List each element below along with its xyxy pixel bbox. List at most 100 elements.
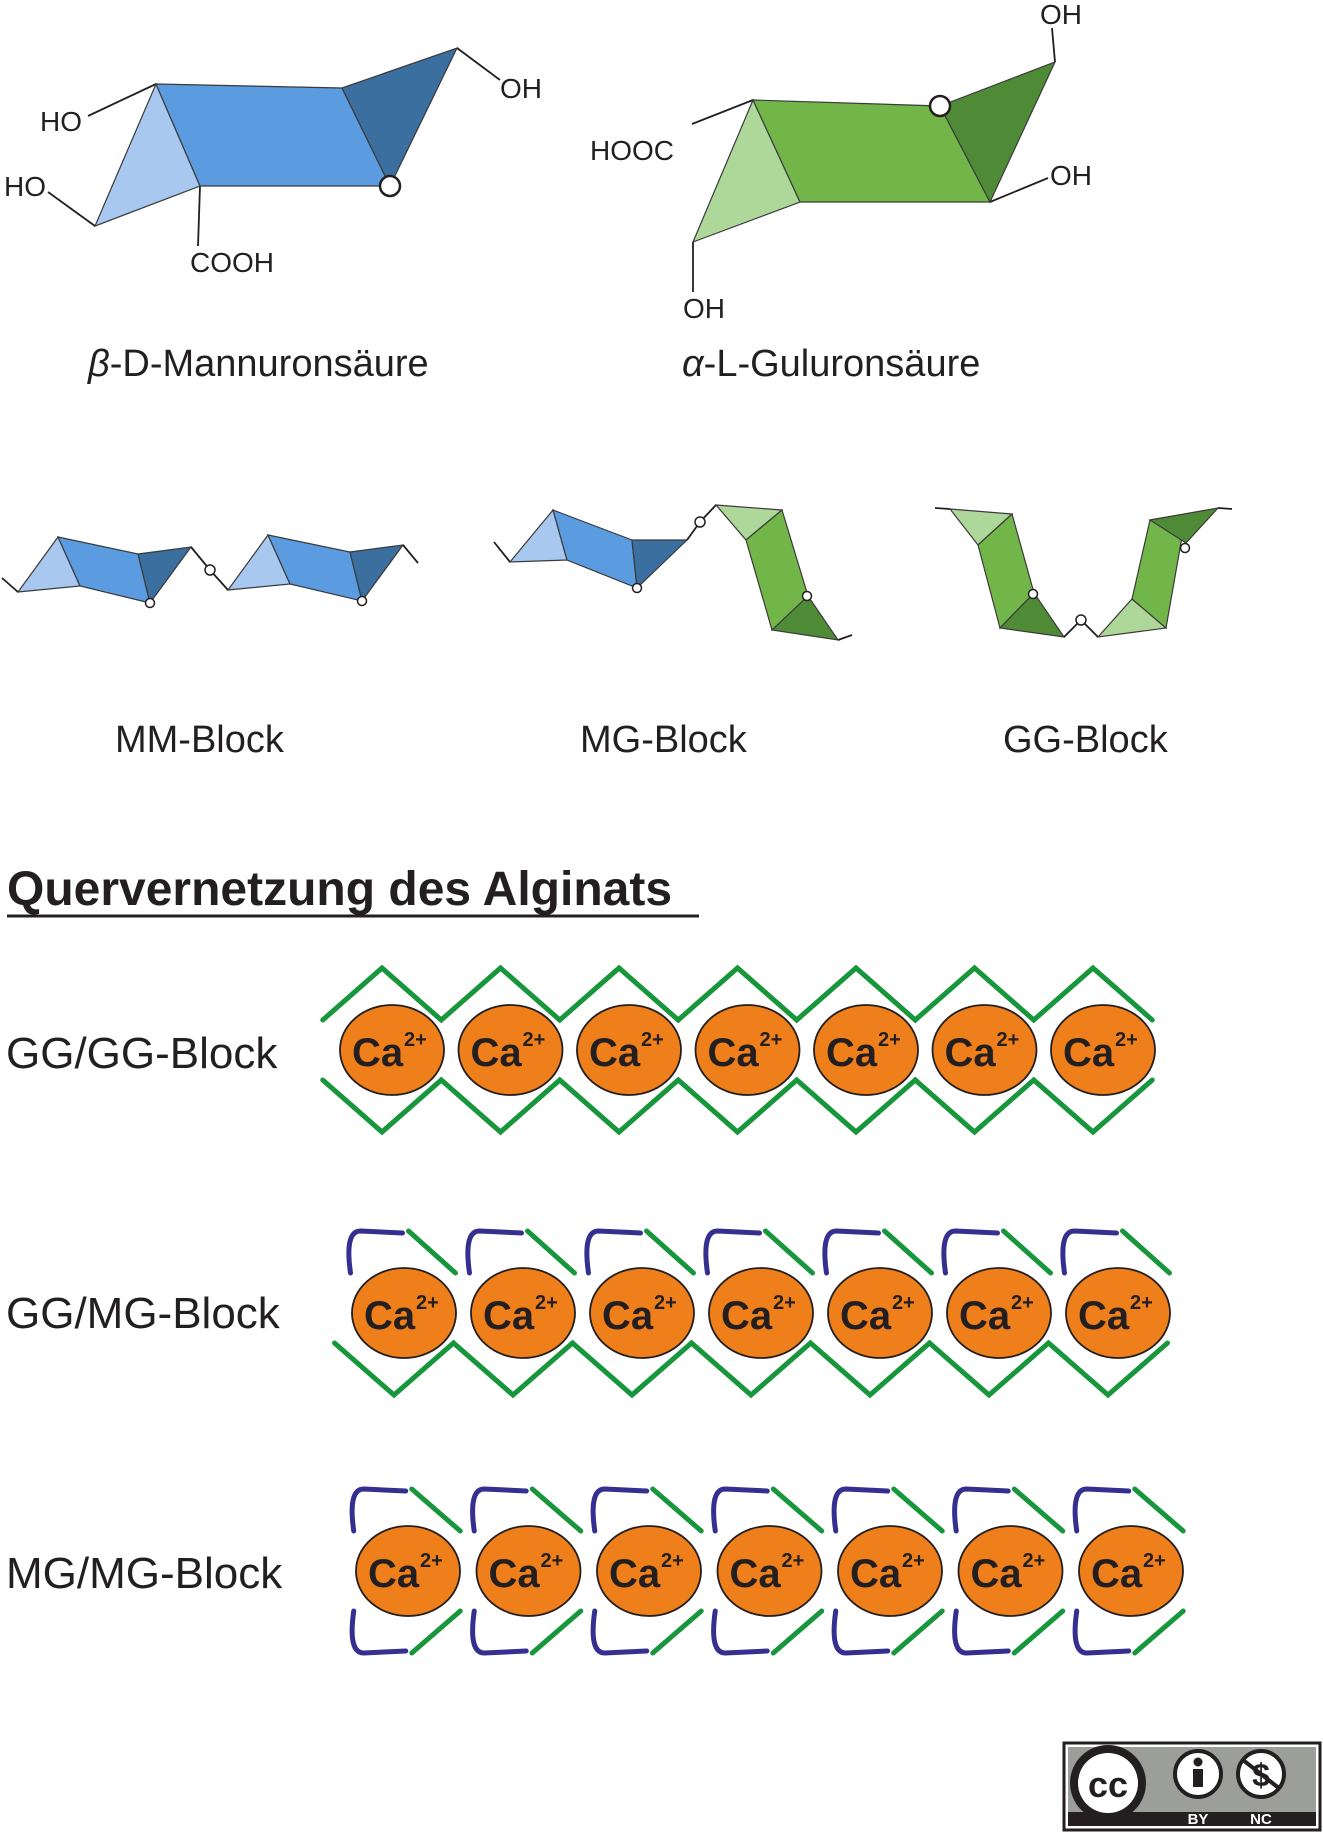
mannuronic-ho-top: HO (40, 106, 82, 137)
mg-block-structure (493, 504, 853, 641)
guluronic-acid-structure: O OH HOOC OH OH α-L-Guluronsäure (590, 0, 1092, 385)
ion-symbol: Ca (971, 1552, 1023, 1596)
ion-symbol: Ca (602, 1294, 654, 1338)
ion-charge: 2+ (760, 1029, 783, 1051)
m-chain-segment (465, 1228, 524, 1276)
g-chain-segment (763, 1228, 815, 1276)
ion-symbol: Ca (609, 1552, 661, 1596)
ion-symbol: Ca (471, 1031, 523, 1075)
ion-symbol: Ca (368, 1552, 420, 1596)
ion-charge: 2+ (404, 1029, 427, 1051)
g-chain-segment (650, 1608, 704, 1656)
ion-charge: 2+ (1130, 1292, 1153, 1314)
ion-charge: 2+ (523, 1029, 546, 1051)
m-chain-segment (952, 1486, 1011, 1534)
g-chain-segment (770, 1486, 825, 1534)
mannuronic-acid-structure: O HO HO COOH OH β-D-Mannuronsäure (4, 46, 542, 385)
m-chain-segment (1072, 1608, 1132, 1656)
ion-symbol: Ca (959, 1294, 1011, 1338)
block-label-mg: MG-Block (580, 719, 748, 761)
m-chain-segment (952, 1608, 1011, 1656)
ion-charge: 2+ (416, 1292, 439, 1314)
g-chain-segment (1011, 1608, 1066, 1656)
m-chain-segment (349, 1608, 409, 1656)
ion-symbol: Ca (840, 1294, 892, 1338)
license-by: BY (1188, 1811, 1209, 1828)
ion-symbol: Ca (589, 1031, 641, 1075)
m-chain-segment (831, 1608, 891, 1656)
ion-symbol: Ca (708, 1031, 760, 1075)
m-chain-segment (590, 1486, 650, 1534)
ion-charge: 2+ (1143, 1550, 1166, 1572)
mannuronic-cooh: COOH (190, 247, 274, 278)
g-chain-segment (1001, 1228, 1053, 1276)
g-chain-segment (529, 1608, 584, 1656)
g-chain (320, 1076, 1155, 1136)
ion-charge: 2+ (661, 1550, 684, 1572)
row-label-gg-gg: GG/GG-Block (6, 1029, 278, 1078)
g-chain-segment (882, 1228, 934, 1276)
m-chain-segment (349, 1486, 409, 1534)
g-chain-segment (409, 1486, 463, 1534)
g-chain (332, 1339, 1170, 1399)
license-nc: NC (1250, 1811, 1272, 1828)
g-chain-segment (409, 1608, 463, 1656)
guluronic-hooc: HOOC (590, 135, 674, 166)
ion-charge: 2+ (773, 1292, 796, 1314)
ion-symbol: Ca (850, 1552, 902, 1596)
ion-charge: 2+ (541, 1550, 564, 1572)
mannuronic-oh: OH (500, 73, 542, 104)
g-chain-segment (1132, 1486, 1186, 1534)
ion-symbol: Ca (826, 1031, 878, 1075)
ion-symbol: Ca (352, 1031, 404, 1075)
ion-charge: 2+ (420, 1550, 443, 1572)
guluronic-name-rest: -L-Guluronsäure (704, 343, 981, 385)
guluronic-oh-bottom: OH (683, 293, 725, 324)
gg-block-structure (934, 507, 1233, 638)
m-chain-segment (1072, 1486, 1132, 1534)
ion-charge: 2+ (535, 1292, 558, 1314)
guluronic-oh-right: OH (1050, 160, 1092, 191)
mm-block-structure (1, 533, 419, 609)
crosslink-heading: Quervernetzung des Alginats (7, 863, 672, 916)
block-label-gg: GG-Block (1003, 719, 1169, 761)
g-chain-segment (406, 1228, 458, 1276)
g-chain-segment (525, 1228, 577, 1276)
guluronic-oh-top: OH (1040, 0, 1082, 30)
m-chain-segment (703, 1228, 762, 1276)
ion-charge: 2+ (902, 1550, 925, 1572)
g-chain-segment (1011, 1486, 1066, 1534)
m-chain-segment (1060, 1228, 1119, 1276)
m-chain-segment (941, 1228, 1000, 1276)
ion-symbol: Ca (1078, 1294, 1130, 1338)
g-chain-segment (770, 1608, 825, 1656)
ion-charge: 2+ (892, 1292, 915, 1314)
m-chain-segment (584, 1228, 643, 1276)
block-label-mm: MM-Block (115, 719, 285, 761)
mannuronic-ho-left: HO (4, 171, 46, 202)
g-chain-segment (1120, 1228, 1172, 1276)
ion-charge: 2+ (1011, 1292, 1034, 1314)
row-label-mg-mg: MG/MG-Block (6, 1549, 283, 1598)
m-chain-segment (831, 1486, 891, 1534)
ion-symbol: Ca (945, 1031, 997, 1075)
m-chain-segment (590, 1608, 650, 1656)
ion-symbol: Ca (730, 1552, 782, 1596)
row-label-gg-mg: GG/MG-Block (6, 1289, 281, 1338)
ion-charge: 2+ (1023, 1550, 1046, 1572)
